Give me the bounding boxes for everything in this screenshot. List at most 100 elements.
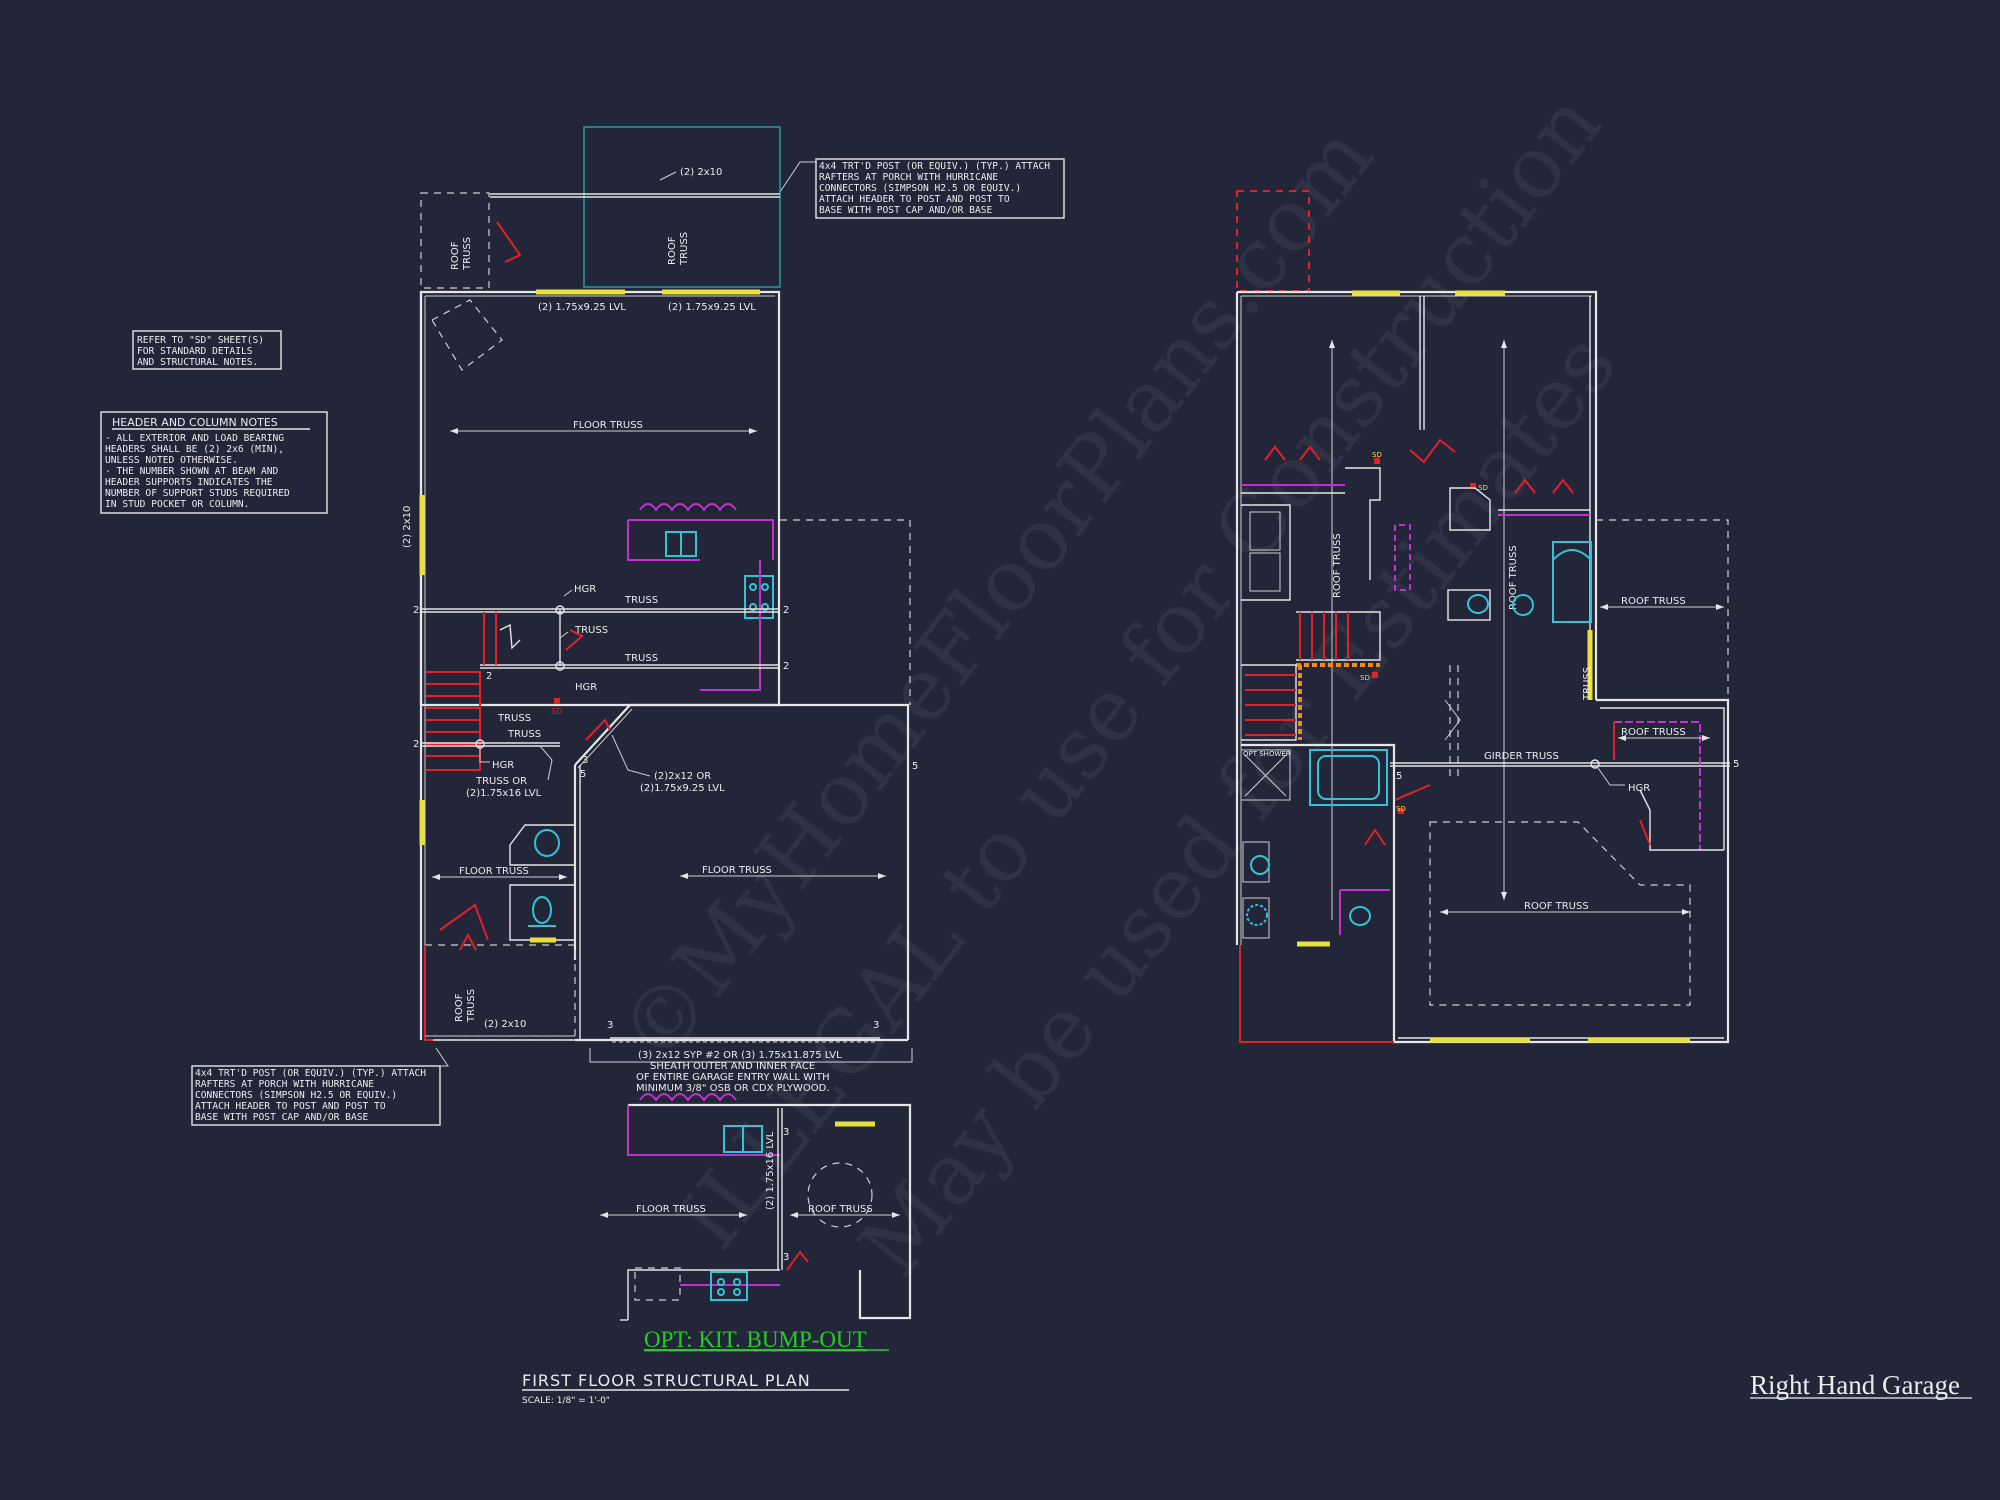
truss-or-line-2: (2)1.75x16 LVL (466, 788, 542, 799)
sd-label-1: SD (551, 707, 562, 716)
kit-lvl-vertical: (2) 1.75x16 LVL (765, 1131, 776, 1210)
beam-2x12-line-1: (2)2x12 OR (654, 771, 711, 782)
garage-support-5: 5 (912, 761, 918, 772)
hgr-label-1: HGR (574, 584, 596, 595)
right-sd-1: SD (1372, 451, 1382, 459)
right-support-5-b: 5 (1396, 771, 1402, 782)
beam-support-2-left: 2 (413, 605, 419, 616)
truss-label-3: TRUSS (574, 625, 608, 636)
kit-floor-truss-label: FLOOR TRUSS (636, 1204, 706, 1215)
right-support-5: 5 (1733, 759, 1739, 770)
truss-or-line-1: TRUSS OR (475, 776, 527, 787)
watermark-line-3: May be used for Estimates (840, 316, 1636, 1295)
porch-roof-truss-label-2: ROOF TRUSS (1621, 727, 1686, 738)
sheath-line-3: OF ENTIRE GARAGE ENTRY WALL WITH (636, 1072, 830, 1083)
garage-floor-truss-label: FLOOR TRUSS (702, 865, 772, 876)
beam-support-2-right: 2 (783, 605, 789, 616)
lvl-right-label: (2) 1.75x9.25 LVL (668, 302, 756, 313)
truss-label-1: TRUSS (624, 595, 658, 606)
header-column-notes: HEADER AND COLUMN NOTES - ALL EXTERIOR A… (100, 411, 328, 514)
porch-top-line-5: BASE WITH POST CAP AND/OR BASE (819, 205, 993, 216)
porch-truss-label-2: TRUSS (679, 232, 690, 266)
porch-post-note-top: 4x4 TRT'D POST (OR EQUIV.) (TYP.) ATTACH… (779, 158, 1065, 219)
left-floor-truss-label: FLOOR TRUSS (459, 866, 529, 877)
porch-top-line-4: ATTACH HEADER TO POST AND POST TO (819, 194, 1010, 205)
beam-support-2-mid: 2 (413, 739, 419, 750)
porch-bottom-line-1: 4x4 TRT'D POST (OR EQUIV.) (TYP.) ATTACH (195, 1068, 426, 1079)
kit-support-3-top: 3 (783, 1127, 789, 1138)
porch-roof-truss-label: ROOF TRUSS (1621, 596, 1686, 607)
refer-sd-line-2: FOR STANDARD DETAILS (137, 346, 253, 357)
truss-label-2: TRUSS (624, 653, 658, 664)
right-sd-4: SD (1396, 805, 1406, 813)
refer-sd-note: REFER TO "SD" SHEET(S) FOR STANDARD DETA… (132, 330, 282, 370)
top-2x10-label: (2) 2x10 (680, 167, 722, 178)
porch-post-note-bottom: 4x4 TRT'D POST (OR EQUIV.) (TYP.) ATTACH… (191, 1047, 449, 1126)
porch-bottom-line-3: CONNECTORS (SIMPSON H2.5 OR EQUIV.) (195, 1090, 397, 1101)
plan-title-block: FIRST FLOOR STRUCTURAL PLAN SCALE: 1/8" … (522, 1371, 849, 1406)
hgr-label-2: HGR (575, 682, 597, 693)
porch-top-line-3: CONNECTORS (SIMPSON H2.5 OR EQUIV.) (819, 183, 1021, 194)
garage-roof-truss-label: ROOF TRUSS (1524, 901, 1589, 912)
porch-roof-label-1: ROOF (450, 241, 461, 270)
header-note-line-4: - THE NUMBER SHOWN AT BEAM AND (105, 466, 279, 477)
sheath-line-1: (3) 2x12 SYP #2 OR (3) 1.75x11.875 LVL (638, 1050, 842, 1061)
porch-bottom-line-4: ATTACH HEADER TO POST AND POST TO (195, 1101, 386, 1112)
header-note-line-5: HEADER SUPPORTS INDICATES THE (105, 477, 273, 488)
right-hand-garage-label: Right Hand Garage (1750, 1370, 1960, 1400)
right-plan: ROOF TRUSS ROOF TRUSS SD SD TRUSS (1235, 190, 1739, 1044)
kitchen-bump-out-option: 3 3 (2) 1.75x16 LVL FLOOR TRUSS ROOF TRU… (600, 1093, 912, 1352)
support-3-label: 3 (582, 755, 588, 766)
refer-sd-line-1: REFER TO "SD" SHEET(S) (137, 335, 264, 346)
right-sd-2: SD (1478, 484, 1488, 492)
garage-support-3-right: 3 (873, 1020, 879, 1031)
watermark-line-1: ©MyHomeFloorPlans.com (600, 108, 1392, 1083)
kit-support-3-bottom: 3 (783, 1252, 789, 1263)
right-hgr-label: HGR (1628, 783, 1650, 794)
beam-2x12-line-2: (2)1.75x9.25 LVL (640, 783, 725, 794)
garage-orientation-label: Right Hand Garage (1750, 1370, 1972, 1400)
porch-bottom-line-5: BASE WITH POST CAP AND/OR BASE (195, 1112, 369, 1123)
header-note-line-2: HEADERS SHALL BE (2) 2x6 (MIN), (105, 444, 284, 455)
sheath-line-4: MINIMUM 3/8" OSB OR CDX PLYWOOD. (636, 1083, 830, 1094)
header-note-line-6: NUMBER OF SUPPORT STUDS REQUIRED (105, 488, 290, 499)
kit-roof-truss-label: ROOF TRUSS (808, 1204, 873, 1215)
right-roof-truss-vertical-1: ROOF TRUSS (1332, 533, 1343, 598)
side-2x10-label: (2) 2x10 (402, 506, 413, 548)
porch-bottom-line-2: RAFTERS AT PORCH WITH HURRICANE (195, 1079, 374, 1090)
watermark: ©MyHomeFloorPlans.com ILLEGAL to use for… (600, 75, 1636, 1295)
front-porch-roof: ROOF (454, 993, 465, 1022)
refer-sd-line-3: AND STRUCTURAL NOTES. (137, 357, 258, 368)
porch-truss-label-1: TRUSS (462, 237, 473, 271)
floor-truss-label-1: FLOOR TRUSS (573, 420, 643, 431)
truss-label-5: TRUSS (507, 729, 541, 740)
header-note-line-7: IN STUD POCKET OR COLUMN. (105, 499, 249, 510)
girder-truss-label: GIRDER TRUSS (1484, 751, 1559, 762)
front-porch-truss: TRUSS (466, 989, 477, 1023)
porch-top-line-1: 4x4 TRT'D POST (OR EQUIV.) (TYP.) ATTACH (819, 161, 1050, 172)
header-column-title: HEADER AND COLUMN NOTES (112, 416, 278, 429)
plan-title: FIRST FLOOR STRUCTURAL PLAN (522, 1371, 811, 1390)
lvl-left-label: (2) 1.75x9.25 LVL (538, 302, 626, 313)
header-note-line-1: - ALL EXTERIOR AND LOAD BEARING (105, 433, 284, 444)
plan-scale: SCALE: 1/8" = 1'-0" (522, 1396, 610, 1406)
right-roof-truss-vertical-2: ROOF TRUSS (1508, 545, 1519, 610)
porch-roof-label-2: ROOF (667, 236, 678, 265)
beam-support-2-stair: 2 (486, 671, 492, 682)
beam-support-2-right-b: 2 (783, 661, 789, 672)
truss-label-4: TRUSS (497, 713, 531, 724)
hgr-label-3: HGR (492, 760, 514, 771)
support-5-label: 5 (580, 769, 586, 780)
bottom-2x10-label: (2) 2x10 (484, 1019, 526, 1030)
right-truss-label: TRUSS (1582, 667, 1593, 701)
header-note-line-3: UNLESS NOTED OTHERWISE. (105, 455, 238, 466)
opt-kit-bump-out-caption: OPT: KIT. BUMP-OUT (644, 1327, 867, 1352)
smoke-detector-1 (554, 698, 560, 704)
garage-support-3-left: 3 (607, 1020, 613, 1031)
porch-top-line-2: RAFTERS AT PORCH WITH HURRICANE (819, 172, 998, 183)
opt-shower-label: OPT SHOWER (1243, 750, 1291, 758)
right-sd-3: SD (1360, 674, 1370, 682)
sheath-line-2: SHEATH OUTER AND INNER FACE (650, 1061, 815, 1072)
